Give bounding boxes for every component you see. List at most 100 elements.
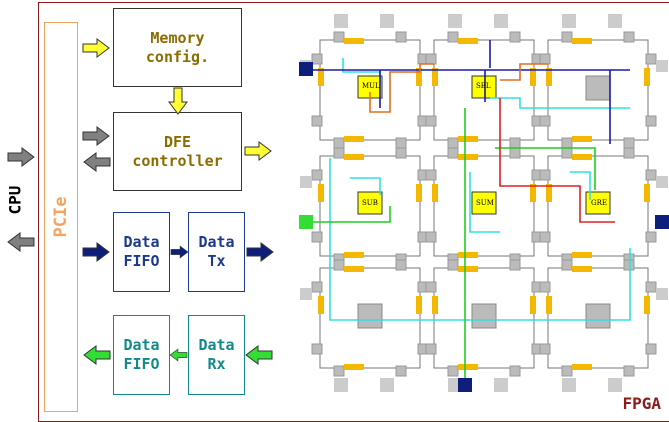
wire-red [499,98,615,223]
tile-port [572,252,592,258]
tile-pin [539,115,551,127]
op-label-mul: MUL [362,82,380,90]
tile-port [572,136,592,142]
tile-pin [645,231,657,243]
tile-pin [539,281,551,293]
outer-pin [380,378,394,392]
tile-port [432,184,438,202]
tile-port [344,266,364,272]
wire-green [495,147,596,190]
outer-pin [562,14,576,28]
tile-port [530,184,536,202]
tile-pin [447,31,459,43]
tile-pin [623,137,635,149]
outer-pin [494,378,508,392]
tile-pin [311,169,323,181]
tile-pin [333,147,345,159]
outer-pin [448,14,462,28]
outer-pin [334,14,348,28]
tile-pin [395,31,407,43]
tile-port [644,184,650,202]
outer-pin [562,378,576,392]
wire-orange [369,63,434,113]
tile-port [344,136,364,142]
tile-pin [623,365,635,377]
tile-pin [395,365,407,377]
tile-port [344,364,364,370]
data-tx-block: Data Tx [188,212,245,292]
outer-pin [608,378,622,392]
tile-port [344,154,364,160]
tile-pin [311,115,323,127]
tile-pin [395,259,407,271]
tile-port [416,184,422,202]
tile-pin [395,147,407,159]
tile-pin [539,231,551,243]
tile-pin [623,147,635,159]
tile-pin [561,137,573,149]
tile-pin [425,53,437,65]
wire-cyan [490,97,630,109]
tile-pin [509,147,521,159]
tile-pin [509,31,521,43]
wire-green [312,206,391,223]
tile-pin [645,343,657,355]
tile-pin [311,343,323,355]
wire-orange [500,63,548,81]
tile-port [432,296,438,314]
outer-pin [608,14,622,28]
tile-port [572,364,592,370]
wire-cyan [469,172,500,233]
op-label-sum: SUM [476,199,494,207]
io-port-navy [655,215,669,229]
op-node [471,191,497,215]
tile-port [458,364,478,370]
memory-config-block: Memory config. [113,8,242,87]
outer-pin [334,378,348,392]
tile-port [344,38,364,44]
op-label-gre: GRE [591,199,607,207]
op-node [585,191,611,215]
tile-port [458,252,478,258]
fabric-tile [433,267,535,369]
tile-pin [509,259,521,271]
tile-port [546,184,552,202]
tile-pin [561,31,573,43]
tile-port [416,68,422,86]
op-node [471,75,497,99]
outer-pin [656,176,668,188]
tile-pin [333,365,345,377]
tile-port [644,296,650,314]
tile-port [432,68,438,86]
tile-pin [425,231,437,243]
tile-port [416,296,422,314]
tile-port [530,296,536,314]
op-node [357,191,383,215]
tile-pin [311,281,323,293]
outer-pin [656,60,668,72]
tile-port [458,38,478,44]
tile-port [546,296,552,314]
outer-pin [300,288,312,300]
wire-cyan [350,177,381,195]
wire-cyan [570,171,591,200]
tile-pin [645,115,657,127]
tile-pin [561,259,573,271]
op-label-sel: SEL [476,82,491,90]
empty-node [357,303,383,329]
io-port-navy [458,378,472,392]
tile-pin [447,137,459,149]
tile-pin [425,169,437,181]
outer-pin [494,14,508,28]
data-rx-block: Data Rx [188,315,245,395]
tile-pin [561,365,573,377]
outer-pin [656,288,668,300]
tile-pin [509,137,521,149]
tile-pin [395,137,407,149]
tile-pin [645,53,657,65]
pcie-bus: PCIe [44,22,78,412]
data-fifo-rx-block: Data FIFO [113,315,170,395]
tile-pin [539,343,551,355]
empty-node [471,303,497,329]
